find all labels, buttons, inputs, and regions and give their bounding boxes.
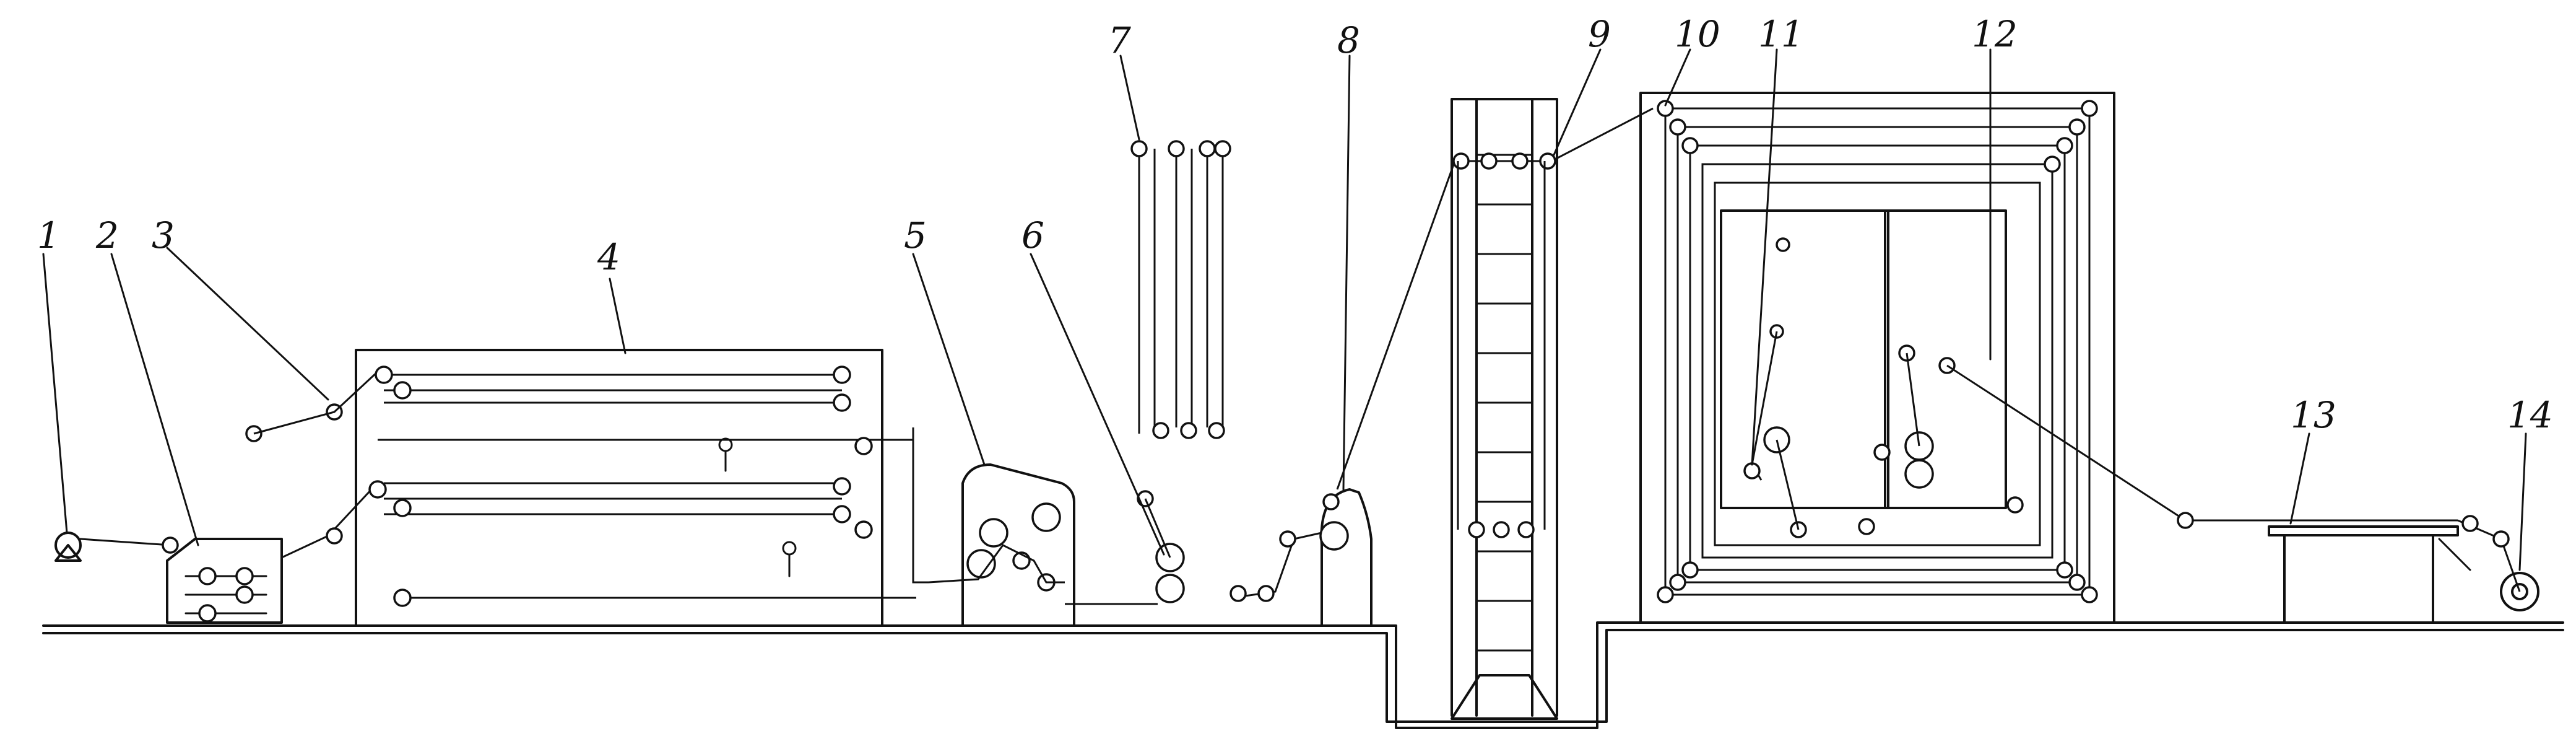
callout-9: 9 [1588,13,1611,55]
callout-13: 13 [2291,394,2336,436]
tension-unit [1229,160,1456,627]
windup-section-2 [1858,344,2186,535]
guide-rolls [245,370,384,559]
calender-unit [928,463,1075,627]
leader-lines [42,48,2527,571]
callout-7: 7 [1108,19,1131,61]
callout-6: 6 [1021,214,1044,256]
spiral-dryer [1639,92,2115,624]
callout-14: 14 [2507,394,2553,436]
callout-11: 11 [1758,13,1804,55]
callout-4: 4 [597,236,620,278]
callout-labels: 1 2 3 4 5 6 7 8 9 10 11 12 13 14 [37,13,2553,436]
callout-5: 5 [904,214,927,256]
callout-3: 3 [152,214,175,256]
floor-line [42,621,2564,729]
windup-section-1 [1743,237,1807,538]
festoon-accumulator [1130,140,1231,558]
unwind-stand [54,532,179,562]
callout-2: 2 [95,214,119,256]
callout-10: 10 [1675,13,1720,55]
press-rolls [1065,543,1185,605]
vertical-tower [1447,98,1654,723]
callout-8: 8 [1337,19,1360,61]
dryer-chamber [355,349,929,627]
callout-1: 1 [37,214,60,256]
fabric-winder [2457,515,2539,611]
inspection-table [2177,512,2471,624]
callout-12: 12 [1972,13,2018,55]
impregnation-bath [166,538,283,624]
